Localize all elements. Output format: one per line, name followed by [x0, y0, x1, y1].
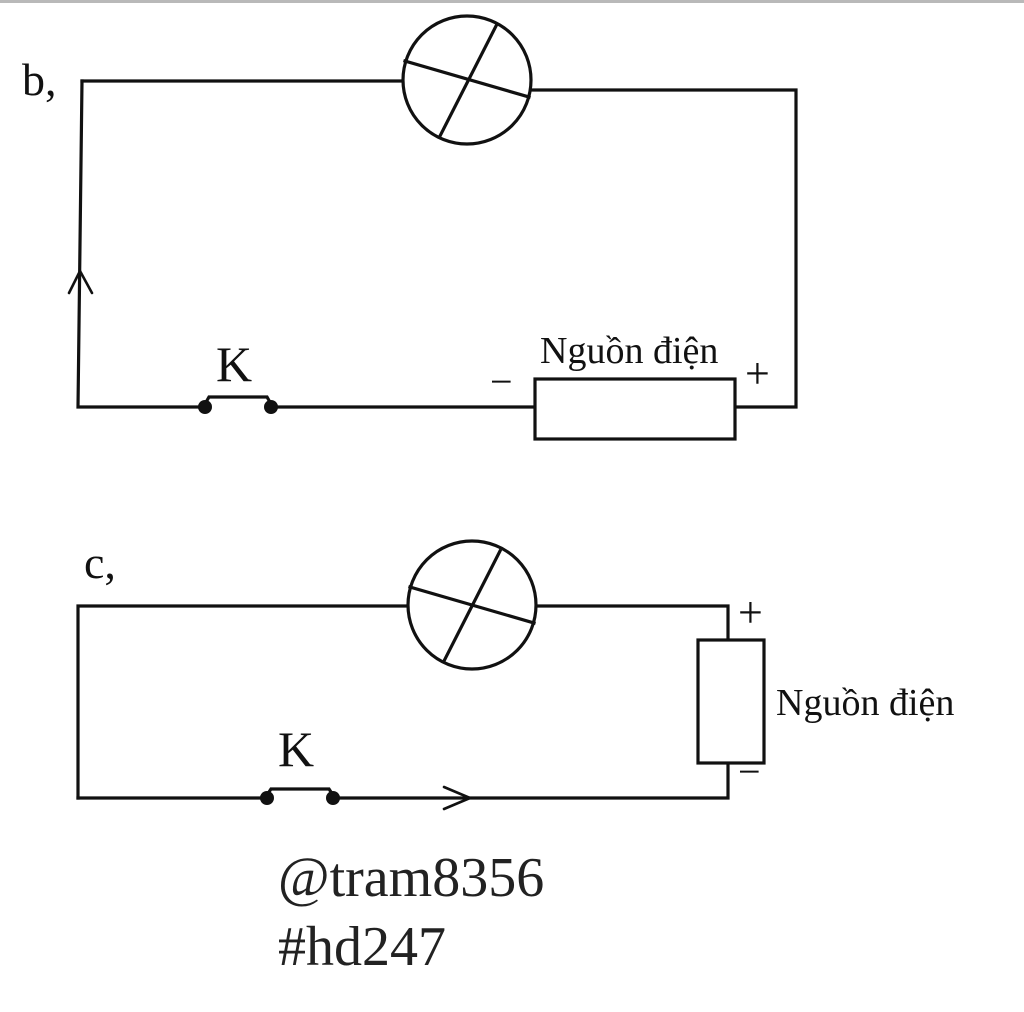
circuit-c-power-source: Nguồn điện + − [696, 588, 954, 794]
circuit-b-power-source: Nguồn điện − + [490, 330, 770, 441]
circuit-c-wire-bottom-right [331, 761, 730, 800]
lamp-cross-line [437, 23, 499, 139]
circuit-c-minus-sign: − [738, 749, 761, 794]
watermark: @tram8356 #hd247 [278, 847, 544, 978]
circuit-diagrams: b, K Nguồn điện − + c, [22, 14, 954, 978]
lamp-cross-line [403, 59, 531, 99]
circuit-b-wire-right [528, 88, 798, 409]
watermark-tag: #hd247 [278, 916, 446, 978]
circuit-c-lamp [406, 539, 538, 671]
circuit-b-current-arrow [67, 269, 94, 295]
circuit-c: c, K Nguồn điện + − [76, 537, 954, 811]
circuit-b-plus-sign: + [745, 349, 770, 398]
watermark-author: @tram8356 [278, 847, 544, 909]
switch-contact-dot [260, 791, 274, 805]
circuit-b-switch: K [198, 336, 278, 414]
circuit-c-wire-right-top [534, 604, 730, 642]
circuit-c-plus-sign: + [738, 588, 763, 637]
switch-lever [264, 787, 336, 798]
source-rectangle [533, 377, 737, 441]
source-rectangle [696, 638, 766, 765]
circuit-b-source-label: Nguồn điện [540, 330, 718, 372]
switch-contact-dot [326, 791, 340, 805]
circuit-c-switch-label: K [278, 721, 314, 777]
circuit-c-wire-left-top [76, 604, 410, 800]
lamp-cross-line [441, 548, 503, 664]
circuit-c-switch: K [260, 721, 340, 805]
circuit-b-minus-sign: − [490, 359, 513, 404]
circuit-c-current-arrow [442, 785, 472, 811]
circuit-b-label: b, [22, 54, 57, 105]
circuit-b-switch-label: K [216, 336, 252, 392]
circuit-b: b, K Nguồn điện − + [22, 14, 798, 441]
switch-contact-dot [264, 400, 278, 414]
switch-lever [202, 395, 274, 407]
switch-contact-dot [198, 400, 212, 414]
circuit-c-source-label: Nguồn điện [776, 682, 954, 724]
circuit-b-lamp [401, 14, 533, 146]
circuit-b-wire-left [76, 79, 207, 409]
circuit-c-label: c, [84, 537, 116, 588]
